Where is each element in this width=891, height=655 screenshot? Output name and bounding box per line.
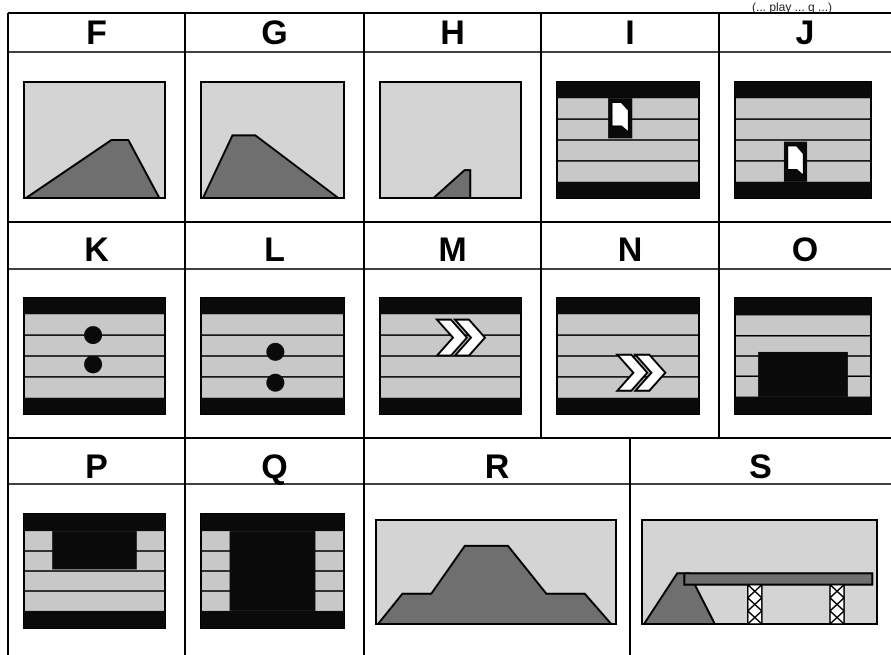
- bottom-band: [201, 398, 344, 414]
- tile-letter-j: J: [796, 14, 815, 52]
- gap-block: [758, 352, 848, 397]
- top-band: [24, 298, 165, 314]
- tile-letter-l: L: [264, 231, 285, 269]
- tile-bridge: [642, 520, 877, 624]
- tile-letter-p: P: [85, 448, 108, 486]
- tile-gap-bottom: [735, 298, 871, 414]
- dot-marker: [266, 374, 284, 392]
- tile-letter-g: G: [261, 14, 287, 52]
- tile-chevrons-low: [557, 298, 699, 414]
- tile-gap-top: [24, 514, 165, 628]
- gap-block: [230, 531, 316, 611]
- tile-hill-right: [24, 82, 165, 198]
- tile-letter-h: H: [440, 14, 465, 52]
- tile-cells: [24, 82, 877, 628]
- bottom-band: [735, 397, 871, 414]
- tile-letter-m: M: [438, 231, 466, 269]
- tile-dots-high: [24, 298, 165, 414]
- tile-gap-center: [201, 514, 344, 628]
- tile-letter-i: I: [625, 14, 634, 52]
- tile-letter-s: S: [749, 448, 772, 486]
- top-band: [557, 298, 699, 314]
- top-band: [24, 514, 165, 531]
- tile-mountain: [376, 520, 616, 624]
- tile-letter-o: O: [792, 231, 818, 269]
- top-band: [201, 514, 344, 531]
- top-band: [557, 82, 699, 98]
- bottom-band: [557, 182, 699, 198]
- tile-letter-k: K: [84, 231, 109, 269]
- gap-block: [52, 531, 137, 569]
- tile-dots-low: [201, 298, 344, 414]
- top-strip-text: (... play ... g ...): [752, 0, 832, 14]
- bottom-band: [735, 182, 871, 198]
- tile-letter-q: Q: [261, 448, 287, 486]
- bottom-band: [24, 398, 165, 414]
- bottom-band: [24, 611, 165, 628]
- bottom-band: [380, 398, 521, 414]
- dot-marker: [84, 355, 102, 373]
- tile-doorway-top: [557, 82, 699, 198]
- top-band: [380, 298, 521, 314]
- tile-hill-left: [201, 82, 344, 198]
- tile-chevrons-high: [380, 298, 521, 414]
- bottom-band: [557, 398, 699, 414]
- dot-marker: [84, 326, 102, 344]
- tile-frame: [380, 82, 521, 198]
- tile-letter-r: R: [485, 448, 510, 486]
- dot-marker: [266, 343, 284, 361]
- top-band: [735, 298, 871, 315]
- bridge-deck: [684, 573, 872, 584]
- tile-letter-f: F: [86, 14, 107, 52]
- tile-letter-n: N: [618, 231, 643, 269]
- tile-small-hill: [380, 82, 521, 198]
- tile-doorway-bottom: [735, 82, 871, 198]
- bottom-band: [201, 611, 344, 628]
- top-band: [201, 298, 344, 314]
- top-band: [735, 82, 871, 98]
